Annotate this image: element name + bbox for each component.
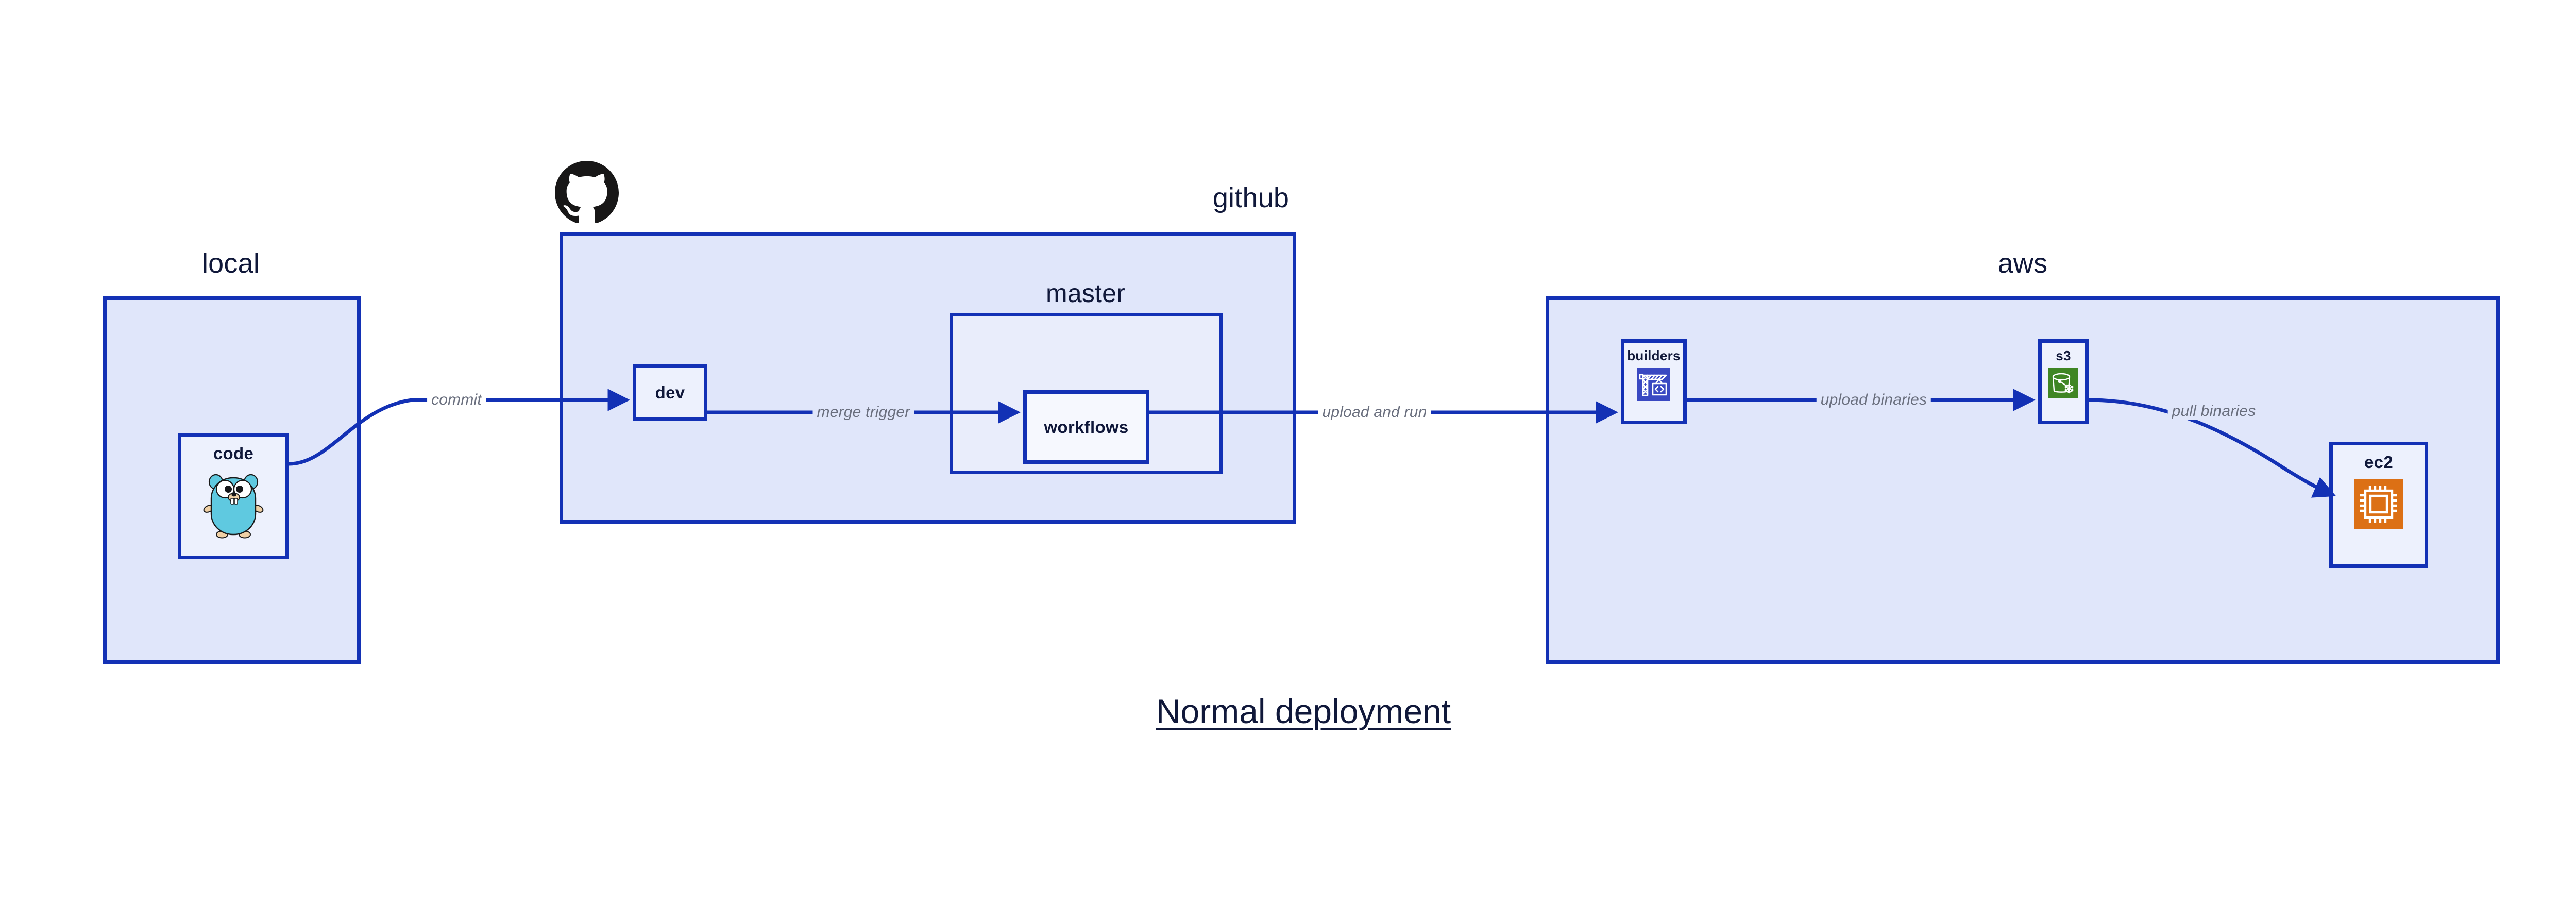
edge-label-commit: commit [427,391,486,409]
group-label-local: local [201,248,260,279]
edge-label-pull-binaries: pull binaries [2167,403,2260,420]
node-builders[interactable]: builders [1621,339,1687,424]
diagram-title: Normal deployment [1156,692,1451,730]
node-ec2[interactable]: ec2 [2329,442,2428,568]
aws-builders-crane-icon [1637,368,1670,401]
node-workflows-label: workflows [1044,417,1129,437]
node-dev-label: dev [655,383,685,402]
node-s3[interactable]: s3 [2038,339,2089,424]
edge-label-upload-binaries: upload binaries [1816,391,1931,409]
node-s3-label: s3 [2056,348,2071,363]
node-code[interactable]: code [178,433,289,559]
edge-label-upload-and-run: upload and run [1318,404,1431,421]
group-label-aws: aws [1997,248,2048,279]
edge-label-merge-trigger: merge trigger [812,404,914,421]
group-label-master: master [1045,279,1126,308]
node-builders-label: builders [1627,348,1681,363]
aws-ec2-chip-icon [2354,479,2403,529]
go-gopher-icon [202,471,264,539]
github-octocat-icon [555,161,619,225]
node-workflows[interactable]: workflows [1023,390,1149,464]
node-code-label: code [213,444,254,463]
node-ec2-label: ec2 [2364,453,2393,472]
group-label-github: github [1212,182,1290,213]
node-dev[interactable]: dev [633,364,707,421]
aws-s3-bucket-icon [2048,368,2078,398]
